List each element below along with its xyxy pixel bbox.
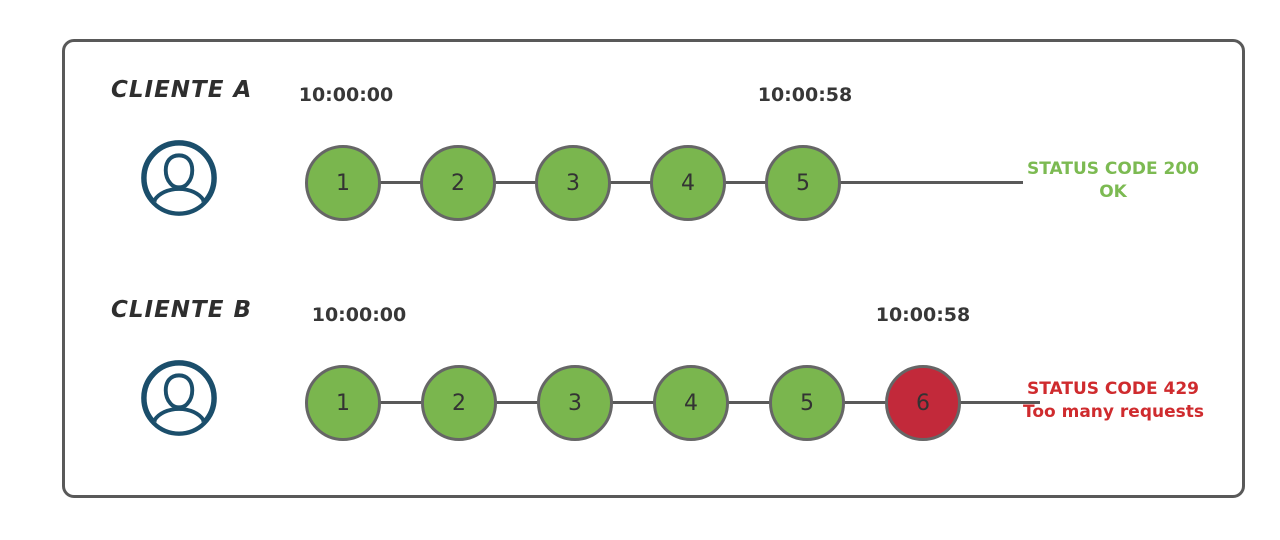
user-circle-icon	[141, 360, 217, 436]
client-b-end-time: 10:00:58	[875, 304, 971, 326]
user-circle-icon	[141, 140, 217, 216]
client-a-end-time: 10:00:58	[757, 84, 853, 106]
user-icon	[140, 139, 218, 217]
request-circle-4: 4	[653, 365, 729, 441]
user-icon	[140, 359, 218, 437]
status-code-line: STATUS CODE 429	[1027, 379, 1199, 399]
client-b-start-time: 10:00:00	[311, 304, 407, 326]
client-b-label: CLIENTE B	[111, 297, 252, 323]
request-circle-5: 5	[765, 145, 841, 221]
client-a-label: CLIENTE A	[111, 77, 253, 103]
request-circle-3: 3	[537, 365, 613, 441]
status-message-429: STATUS CODE 429 Too many requests	[1023, 378, 1204, 424]
request-circle-3: 3	[535, 145, 611, 221]
request-circle-1: 1	[305, 145, 381, 221]
request-circle-2: 2	[420, 145, 496, 221]
status-text-line: Too many requests	[1023, 402, 1204, 422]
request-circle-4: 4	[650, 145, 726, 221]
status-code-line: STATUS CODE 200	[1027, 159, 1199, 179]
request-circle-1: 1	[305, 365, 381, 441]
request-circle-5: 5	[769, 365, 845, 441]
status-text-line: OK	[1099, 182, 1127, 202]
client-a-start-time: 10:00:00	[298, 84, 394, 106]
status-message-200: STATUS CODE 200 OK	[1023, 158, 1203, 204]
request-circle-6-blocked: 6	[885, 365, 961, 441]
request-circle-2: 2	[421, 365, 497, 441]
